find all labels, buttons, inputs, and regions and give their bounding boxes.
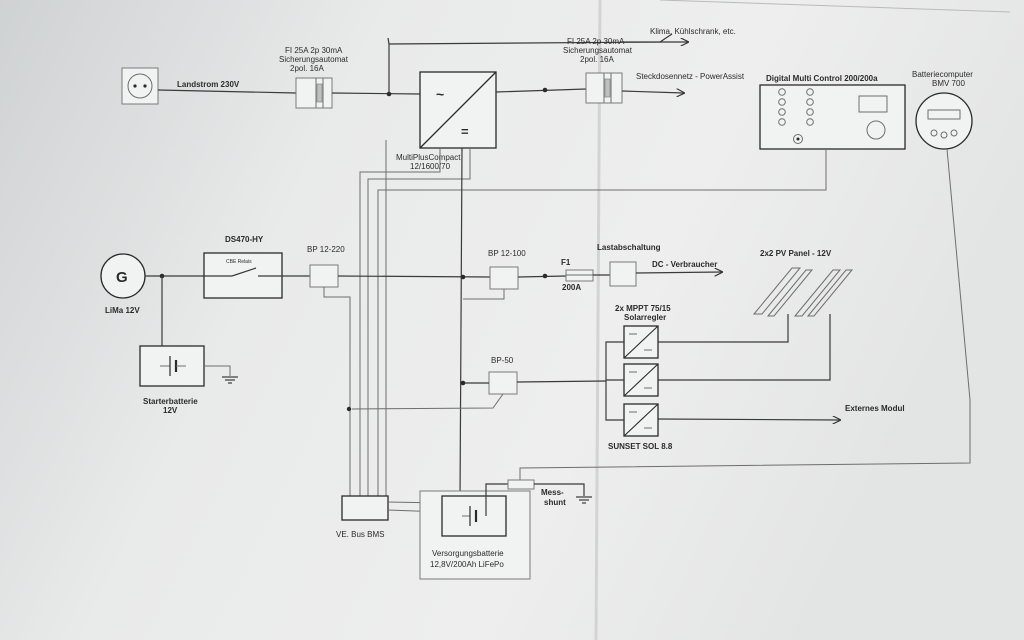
bmv-shunt-line (519, 148, 971, 484)
multiplus-inverter: ~ = (419, 71, 497, 149)
bp50-out-wire (516, 380, 607, 383)
ac-out-wire (495, 88, 587, 93)
load-disconnect (609, 261, 637, 287)
starter-ground-wire (204, 365, 231, 376)
starter-battery-label: Starterbatterie (143, 397, 198, 406)
solar-panel-icon (752, 267, 854, 317)
cbe-relay-ds470: CBE Relais (203, 252, 283, 299)
rcd-2-sub1: Sicherungsautomat (563, 46, 633, 55)
vebus-bms (341, 495, 389, 521)
generator-icon: G (100, 253, 146, 299)
ac-out-junction (542, 87, 548, 93)
arrow-right-icon (621, 91, 684, 93)
load-disconnect-label: Lastabschaltung (597, 243, 661, 252)
pv-label: 2x2 PV Panel - 12V (760, 249, 832, 258)
paper-edge (659, 0, 1011, 13)
rcd-2-breaker (585, 72, 623, 104)
bp220-label: BP 12-220 (307, 245, 345, 254)
bmv-label-2: BMV 700 (932, 79, 965, 88)
battery-protect-100 (489, 266, 519, 290)
klima-branch-wire (388, 33, 673, 94)
bp50-control-line (351, 393, 504, 410)
battery-protect-50 (488, 371, 518, 395)
mppt-controller-1 (623, 325, 659, 359)
battery-monitor-bmv (915, 92, 973, 150)
shore-power-label: Landstrom 230V (177, 80, 240, 89)
dc-symbol: = (461, 124, 469, 139)
dc-consumer-label: DC - Verbraucher (652, 260, 717, 269)
dmc-label: Digital Multi Control 200/200a (766, 74, 878, 83)
mppt-label: 2x MPPT 75/15 (615, 304, 671, 313)
vebus-line-1 (367, 148, 471, 500)
starter-battery-voltage: 12V (163, 406, 178, 415)
ds470-label: DS470-HY (225, 235, 264, 244)
ground-icon (576, 496, 592, 504)
paper-fold (594, 0, 602, 640)
cbe-relay-label: CBE Relais (226, 259, 252, 265)
bp50-label: BP-50 (491, 356, 514, 365)
arrow-right-icon (657, 419, 840, 420)
power-socket-icon (121, 67, 159, 105)
measurement-shunt (507, 479, 535, 490)
battery-protect-220 (309, 264, 339, 288)
bp100-control-line (463, 289, 505, 300)
digital-multi-control-panel (759, 84, 906, 150)
shunt-label-1: Mess- (541, 488, 564, 497)
multiplus-model: 12/1600/70 (410, 162, 451, 171)
arrow-right-icon (635, 272, 722, 273)
vebus-line-2 (359, 148, 441, 500)
rcd-2-sub2: 2pol. 16A (580, 55, 614, 64)
shore-power-wire (157, 89, 297, 94)
klima-label: Klima, Kühlschrank, etc. (650, 27, 736, 36)
bp220-control-line (323, 287, 351, 500)
rcd-2-label: FI 25A 2p 30mA (567, 37, 625, 46)
shore-power-socket (121, 67, 159, 105)
ground-icon (222, 376, 238, 384)
lima-label: LiMa 12V (105, 306, 140, 315)
fuse-rating: 200A (562, 283, 581, 292)
vebus-bms-label: VE. Bus BMS (336, 530, 384, 539)
bmv-label-1: Batteriecomputer (912, 70, 973, 79)
rcd-1-sub1: Sicherungsautomat (279, 55, 349, 64)
starter-battery (139, 345, 205, 387)
shunt-label-2: shunt (544, 498, 566, 507)
supply-battery-spec: 12,8V/200Ah LiFePo (430, 560, 504, 569)
mppt-controller-2 (623, 363, 659, 397)
pv1-wire (658, 314, 789, 343)
pv2-wire (658, 314, 831, 381)
fuse-label: F1 (561, 258, 571, 267)
rcd-1-breaker (295, 77, 333, 109)
dc-main-wire (459, 147, 463, 501)
mppt-sub-label: Solarregler (624, 313, 666, 322)
multiplus-label: MultiPlusCompact (396, 153, 461, 162)
external-module-label: Externes Modul (845, 404, 905, 413)
supply-battery-label: Versorgungsbatterie (432, 549, 504, 558)
dmc-signal-line (377, 149, 827, 500)
ac-symbol: ~ (436, 86, 444, 102)
rcd-1-sub2: 2pol. 16A (290, 64, 324, 73)
ac-in-wire (331, 92, 421, 95)
socket-network-label: Steckdosennetz - PowerAssist (636, 72, 745, 81)
sunset-label: SUNSET SOL 8.8 (608, 442, 673, 451)
rcd-1-label: FI 25A 2p 30mA (285, 46, 343, 55)
bp100-label: BP 12-100 (488, 249, 526, 258)
generator-symbol: G (116, 269, 128, 286)
battery-icon (441, 495, 507, 537)
bp100-out-wire (517, 275, 567, 278)
sunset-controller (623, 403, 659, 437)
